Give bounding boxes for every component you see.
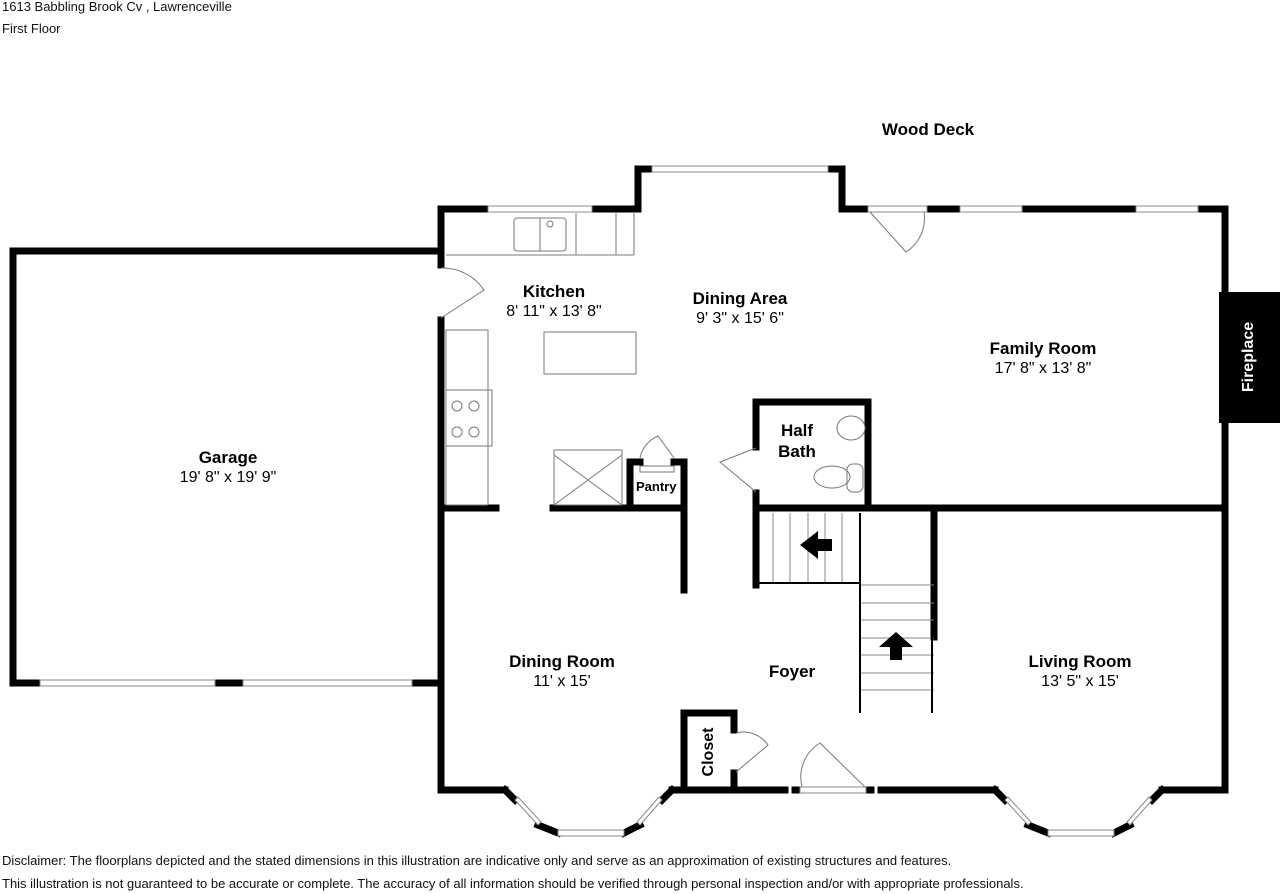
arrow-left-icon (800, 531, 832, 559)
wood-deck-label: Wood Deck (881, 120, 975, 139)
room-kitchen: Kitchen 8' 11" x 13' 8" (506, 282, 602, 320)
disclaimer-line-1: Disclaimer: The floorplans depicted and … (2, 853, 952, 868)
room-dining-room: Dining Room 11' x 15' (509, 652, 615, 690)
room-foyer: Foyer (768, 662, 816, 681)
room-garage: Garage 19' 8" x 19' 9" (179, 448, 277, 486)
bath-fixtures (813, 415, 866, 493)
windows (39, 165, 1199, 837)
room-closet: Closet (700, 727, 717, 777)
fireplace-label: Fireplace (1240, 321, 1257, 393)
doors (440, 211, 925, 788)
room-living-room: Living Room 13' 5" x 15' (1028, 652, 1132, 690)
floor-label: First Floor (2, 21, 61, 36)
room-half-bath: Half Bath (778, 421, 816, 461)
arrow-up-icon (879, 632, 913, 660)
disclaimer-line-2: This illustration is not guaranteed to b… (2, 876, 1024, 891)
room-family-room: Family Room 17' 8" x 13' 8" (989, 339, 1097, 377)
walls (9, 165, 1229, 838)
fireplace (1219, 292, 1280, 423)
room-pantry: Pantry (636, 479, 677, 494)
property-address: 1613 Babbling Brook Cv , Lawrenceville (2, 0, 232, 14)
stair-arrows (800, 531, 913, 660)
kitchen-fixtures (445, 213, 675, 506)
room-dining-area: Dining Area 9' 3" x 15' 6" (692, 289, 788, 327)
